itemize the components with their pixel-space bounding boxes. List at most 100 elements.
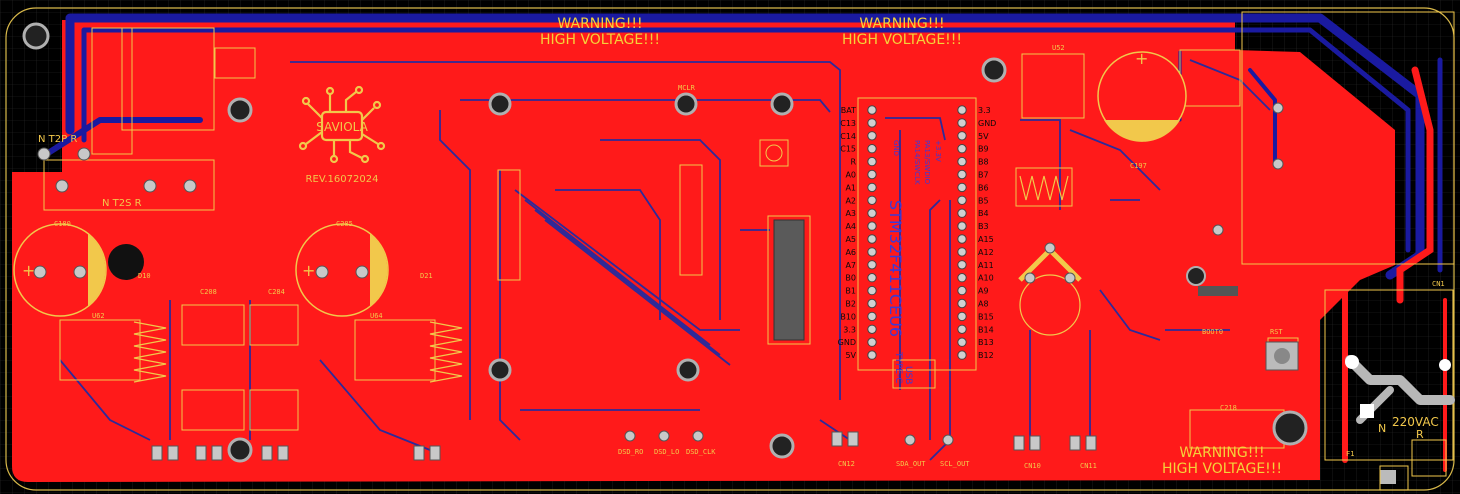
warning-1-line1: WARNING!!!: [557, 16, 642, 32]
mcu-right-pin-pad-4: [957, 156, 967, 167]
label-t2p: N T2P R: [38, 134, 77, 145]
mcu-right-pin-label-19: B12: [978, 351, 994, 360]
ref-u52: U52: [1052, 44, 1065, 52]
ac-input-pads: [1345, 355, 1451, 491]
ref-sda-out: SDA_OUT: [896, 460, 926, 468]
logo-name: SAVIOLA: [316, 120, 368, 134]
mcu-left-pin-pad-9: [867, 221, 877, 231]
mcu-left-pin-pad-19: [867, 350, 877, 360]
mcu-right-pin-label-9: B3: [978, 222, 989, 231]
mcu-right-pin-label-15: A8: [978, 300, 989, 309]
mcu-left-pin-pad-1: [867, 118, 877, 128]
mcu-right-pin-pad-12: [957, 260, 967, 270]
mcu-right-pin-label-12: A11: [978, 261, 994, 270]
mcu-right-pin-label-0: 3.3: [978, 106, 991, 115]
ref-c197: C197: [1130, 162, 1147, 170]
usb-connector-dark: [1198, 286, 1238, 296]
ref-cn1: CN1: [1432, 280, 1445, 288]
warning-2-line1: WARNING!!!: [859, 16, 944, 32]
capacitor-c180: +: [13, 223, 107, 317]
mcu-right-pin-label-11: A12: [978, 248, 994, 257]
mcu-left-pin-pad-2: [867, 131, 877, 141]
mcu-right-pin-pad-17: [957, 324, 967, 334]
mcu-left-pin-label-16: B10: [840, 312, 856, 321]
mcu-right-pin-label-5: B7: [978, 171, 989, 180]
mcu-left-pin-label-0: BAT: [841, 106, 856, 115]
mcu-right-pin-label-4: B8: [978, 158, 989, 167]
warning-1-line2: HIGH VOLTAGE!!!: [540, 32, 660, 48]
saviola-logo: [298, 85, 386, 164]
mcu-right-pin-pad-6: [957, 182, 967, 193]
mcu-left-pin-label-3: C15: [840, 145, 856, 154]
mcu-right-pin-pad-10: [957, 234, 967, 244]
mcu-left-pin-label-10: A5: [845, 235, 856, 244]
mcu-left-pin-label-11: A6: [845, 248, 856, 257]
mcu-left-pin-label-5: A0: [845, 171, 856, 180]
mcu-left-pin-label-9: A4: [845, 222, 856, 231]
mcu-right-pin-pad-5: [957, 169, 967, 180]
label-ac-n: N: [1378, 422, 1386, 435]
mcu-left-pin-pad-7: [867, 195, 877, 206]
logo-revision: REV.16072024: [306, 174, 379, 185]
mcu-right-pin-label-14: A9: [978, 287, 989, 296]
mclr-label: MCLR: [678, 84, 696, 92]
mcu-left-pin-pad-17: [867, 324, 877, 334]
mcu-right-pin-label-1: GND: [978, 119, 996, 128]
mcu-left-pin-label-17: 3.3: [843, 325, 856, 334]
typec-label: TYPE-C: [893, 351, 903, 384]
ref-c218: C218: [1220, 404, 1237, 412]
capacitor-c285: +: [295, 223, 389, 317]
mcu-left-pin-pad-4: [867, 156, 877, 167]
signal-traces: [59, 59, 1271, 461]
mcu-left-pin-pad-10: [867, 234, 877, 244]
usb-label: USB: [903, 366, 913, 384]
ref-d21: D21: [420, 272, 433, 280]
ref-c285: C285: [336, 220, 353, 228]
mcu-right-pin-pad-2: [957, 131, 967, 141]
ref-c180: C180: [54, 220, 71, 228]
mcu-pin-column-left: BATC13C14C15RA0A1A2A3A4A5A6A7B0B1B2B103.…: [838, 105, 877, 360]
mcu-right-pin-label-8: B4: [978, 209, 989, 218]
mcu-right-pin-pad-13: [957, 273, 967, 283]
warning-3-line2: HIGH VOLTAGE!!!: [1162, 461, 1282, 477]
warning-3-line1: WARNING!!!: [1179, 445, 1264, 461]
svg-text:+: +: [22, 261, 35, 280]
swdio-label: PA13/SWDIO: [923, 140, 931, 185]
mcu-left-pin-label-7: A2: [845, 196, 856, 205]
mcu-left-pin-pad-5: [867, 169, 877, 180]
label-t2s: N T2S R: [102, 198, 142, 209]
mcu-left-pin-label-18: GND: [838, 338, 856, 347]
ref-dsd-clk: DSD_CLK: [686, 448, 716, 456]
mcu-left-pin-pad-14: [867, 285, 877, 296]
mcu-right-pin-pad-11: [957, 247, 967, 257]
mcu-left-pin-label-14: B1: [845, 287, 856, 296]
mcu-right-pin-label-2: 5V: [978, 132, 989, 141]
mcu-left-pin-label-2: C14: [840, 132, 856, 141]
mcu-left-pin-pad-3: [867, 144, 877, 154]
capacitor-c197: +: [1097, 49, 1187, 142]
mcu-pin-column-right: 3.3GND5VB9B8B7B6B5B4B3A15A12A11A10A9A8B1…: [957, 105, 996, 360]
hv-red-traces: [97, 66, 1447, 472]
svg-text:+: +: [1135, 49, 1148, 68]
mcu-left-pin-pad-18: [867, 337, 877, 347]
gnd-label: GND: [892, 140, 900, 156]
ref-c284: C284: [268, 288, 285, 296]
mcu-right-pin-pad-3: [957, 144, 967, 154]
mcu-right-pin-pad-1: [957, 118, 967, 128]
copper-pour-top: [12, 20, 1395, 482]
rst-button-footprint: [1265, 341, 1299, 371]
mcu-left-pin-pad-12: [867, 260, 877, 270]
mcu-right-pin-pad-7: [957, 195, 967, 206]
warning-2-line2: HIGH VOLTAGE!!!: [842, 32, 962, 48]
mounting-holes: [22, 22, 1308, 463]
mcu-right-pin-label-13: A10: [978, 274, 994, 283]
mcu-left-pin-label-6: A1: [845, 183, 856, 192]
mcu-name: STM32F411CEU6: [886, 200, 905, 337]
mcu-left-pin-label-1: C13: [840, 119, 856, 128]
mcu-left-pin-label-12: A7: [845, 261, 856, 270]
ref-u62: U62: [92, 312, 105, 320]
ic-chip-dark: [773, 219, 805, 341]
label-ac-input: 220VAC: [1392, 415, 1439, 429]
ref-scl-out: SCL_OUT: [940, 460, 970, 468]
mcu-right-pin-pad-19: [957, 350, 967, 360]
